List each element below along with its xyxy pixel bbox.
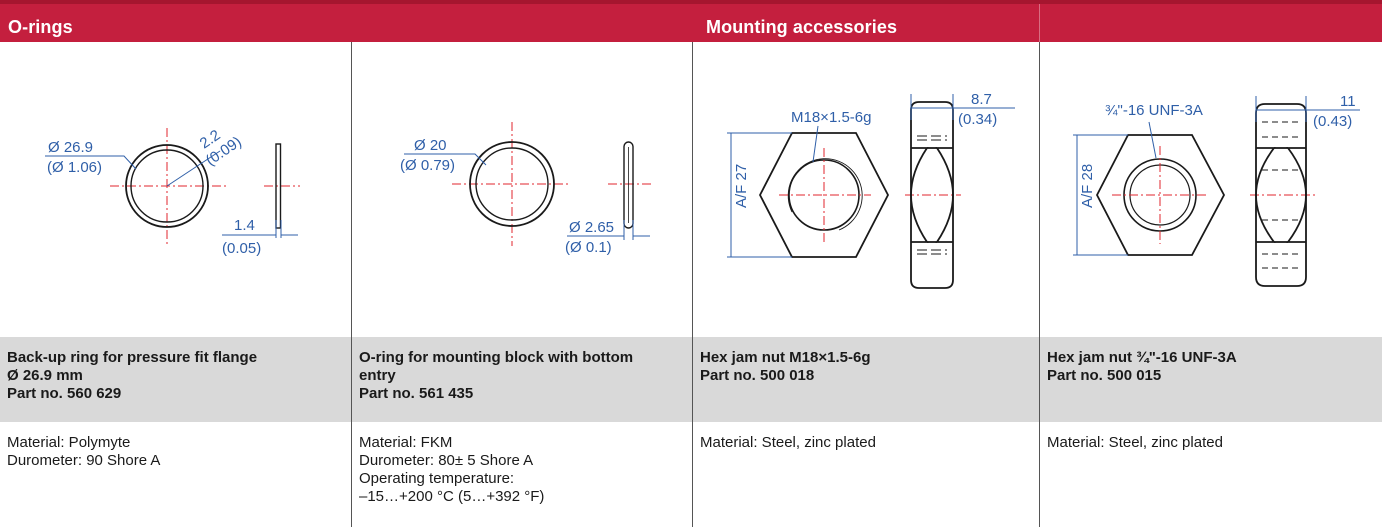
o-ring-cross-section-inch-dim: (Ø 0.1) <box>565 239 612 256</box>
product-name-line: Hex jam nut M18×1.5-6g <box>700 349 871 366</box>
o-ring-diameter-dim: Ø 20 <box>414 137 447 154</box>
product-name-line: Back-up ring for pressure fit flange <box>7 349 258 366</box>
ring-thickness-inch-dim: (0.05) <box>222 240 261 257</box>
nut-thread-dim: M18×1.5-6g <box>791 109 871 126</box>
product-title-band: Hex jam nut ¾"-16 UNF-3A Part no. 500 01… <box>1040 337 1382 422</box>
header-divider <box>1039 4 1040 42</box>
section-header: O-rings Mounting accessories <box>0 0 1382 42</box>
backup-ring-drawing: Ø 26.9 (Ø 1.06) 2.2 (0.09) 1.4 (0.05) <box>0 42 351 337</box>
nut-thickness-dim: 11 <box>1340 93 1356 110</box>
hex-nut-unf-drawing-svg: ¾"-16 UNF-3A A/F 28 11 (0.43) <box>1073 93 1360 287</box>
product-column-hex-nut-m18: M18×1.5-6g A/F 27 8.7 (0.34) Hex jam nut… <box>692 42 1039 527</box>
nut-thread-dim: ¾"-16 UNF-3A <box>1105 102 1203 119</box>
spec-line: Durometer: 90 Shore A <box>7 452 161 469</box>
nut-thickness-inch-dim: (0.43) <box>1313 113 1352 130</box>
product-title-band: Hex jam nut M18×1.5-6g Part no. 500 018 <box>693 337 1039 422</box>
o-ring-drawing-svg: Ø 20 (Ø 0.79) Ø 2.65 (Ø 0.1) <box>400 122 652 256</box>
product-column-backup-ring: Ø 26.9 (Ø 1.06) 2.2 (0.09) 1.4 (0.05) Ba… <box>0 42 351 527</box>
spec-line: Material: Steel, zinc plated <box>700 434 876 451</box>
mounting-accessories-heading: Mounting accessories <box>706 17 898 37</box>
nut-thickness-inch-dim: (0.34) <box>958 111 997 128</box>
spec-line: Durometer: 80± 5 Shore A <box>359 452 534 469</box>
product-specs: Material: Polymyte Durometer: 90 Shore A <box>0 422 351 470</box>
nut-across-flats-dim: A/F 27 <box>733 164 750 208</box>
ring-diameter-dim: Ø 26.9 <box>48 139 93 156</box>
product-name-line: Hex jam nut ¾"-16 UNF-3A <box>1047 349 1237 366</box>
nut-thickness-dim: 8.7 <box>971 91 992 108</box>
spec-line: Operating temperature: <box>359 470 515 487</box>
spec-line: Material: Steel, zinc plated <box>1047 434 1223 451</box>
spec-line: Material: Polymyte <box>7 434 131 451</box>
product-title-band: O-ring for mounting block with bottom en… <box>352 337 692 422</box>
hex-nut-m18-drawing: M18×1.5-6g A/F 27 8.7 (0.34) <box>693 42 1039 337</box>
nut-across-flats-dim: A/F 28 <box>1079 164 1096 208</box>
product-column-o-ring: Ø 20 (Ø 0.79) Ø 2.65 (Ø 0.1) O-ring for … <box>351 42 692 527</box>
product-specs: Material: Steel, zinc plated <box>1040 422 1382 452</box>
o-ring-drawing: Ø 20 (Ø 0.79) Ø 2.65 (Ø 0.1) <box>352 42 692 337</box>
backup-ring-drawing-svg: Ø 26.9 (Ø 1.06) 2.2 (0.09) 1.4 (0.05) <box>45 127 300 257</box>
product-specs: Material: FKM Durometer: 80± 5 Shore A O… <box>352 422 692 506</box>
ring-thickness-dim: 1.4 <box>234 217 255 234</box>
product-specs: Material: Steel, zinc plated <box>693 422 1039 452</box>
product-column-hex-nut-unf: ¾"-16 UNF-3A A/F 28 11 (0.43) Hex jam nu… <box>1039 42 1382 527</box>
product-title-band: Back-up ring for pressure fit flange Ø 2… <box>0 337 351 422</box>
hex-nut-m18-drawing-svg: M18×1.5-6g A/F 27 8.7 (0.34) <box>727 91 1015 289</box>
hex-nut-unf-drawing: ¾"-16 UNF-3A A/F 28 11 (0.43) <box>1040 42 1382 337</box>
o-rings-heading: O-rings <box>8 17 73 37</box>
part-number: Part no. 500 015 <box>1047 367 1162 384</box>
product-name-line: O-ring for mounting block with bottom <box>359 349 634 366</box>
spec-line: Material: FKM <box>359 434 453 451</box>
part-number: Part no. 560 629 <box>7 385 122 402</box>
product-name-line: entry <box>359 367 396 384</box>
ring-diameter-inch-dim: (Ø 1.06) <box>47 159 102 176</box>
part-number: Part no. 561 435 <box>359 385 474 402</box>
product-name-line: Ø 26.9 mm <box>7 367 83 384</box>
o-ring-diameter-inch-dim: (Ø 0.79) <box>400 157 455 174</box>
spec-line: –15…+200 °C (5…+392 °F) <box>359 488 545 505</box>
part-number: Part no. 500 018 <box>700 367 815 384</box>
o-ring-cross-section-dim: Ø 2.65 <box>569 219 614 236</box>
